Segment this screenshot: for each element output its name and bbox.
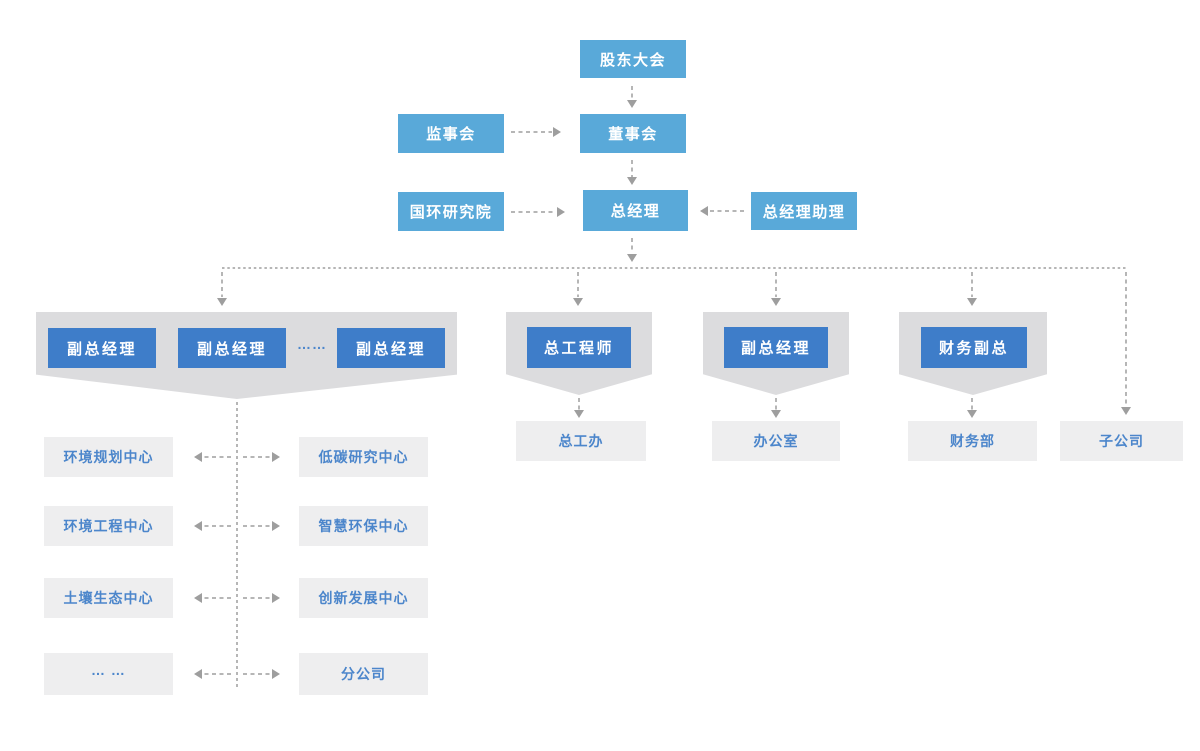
node-chief-engineer-office: 总工办 bbox=[516, 421, 646, 461]
node-chief-engineer: 总工程师 bbox=[527, 327, 631, 368]
node-general-office: 办公室 bbox=[712, 421, 840, 461]
node-guohuan-research-institute: 国环研究院 bbox=[398, 192, 504, 231]
node-gm-assistant: 总经理助理 bbox=[751, 192, 857, 230]
node-deputy-gm-3: 副总经理 bbox=[337, 328, 445, 368]
node-finance-department: 财务部 bbox=[908, 421, 1037, 461]
node-shareholders-meeting: 股东大会 bbox=[580, 40, 686, 78]
node-env-engineering-center: 环境工程中心 bbox=[44, 506, 173, 546]
arrowheads bbox=[194, 100, 1131, 679]
node-finance-deputy-gm: 财务副总 bbox=[921, 327, 1027, 368]
node-env-planning-center: 环境规划中心 bbox=[44, 437, 173, 477]
node-board-of-directors: 董事会 bbox=[580, 114, 686, 153]
node-low-carbon-research-center: 低碳研究中心 bbox=[299, 437, 428, 477]
node-general-manager: 总经理 bbox=[583, 190, 688, 231]
node-smart-env-protection-center: 智慧环保中心 bbox=[299, 506, 428, 546]
deputy-gm-ellipsis: …… bbox=[297, 336, 327, 352]
node-branch-company: 分公司 bbox=[299, 653, 428, 695]
node-deputy-gm-1: 副总经理 bbox=[48, 328, 156, 368]
node-supervisory-board: 监事会 bbox=[398, 114, 504, 153]
node-soil-ecology-center: 土壤生态中心 bbox=[44, 578, 173, 618]
node-deputy-gm-mid: 副总经理 bbox=[724, 327, 828, 368]
node-subsidiary-company: 子公司 bbox=[1060, 421, 1183, 461]
node-dept-ellipsis: … … bbox=[44, 653, 173, 695]
node-innovation-dev-center: 创新发展中心 bbox=[299, 578, 428, 618]
node-deputy-gm-2: 副总经理 bbox=[178, 328, 286, 368]
